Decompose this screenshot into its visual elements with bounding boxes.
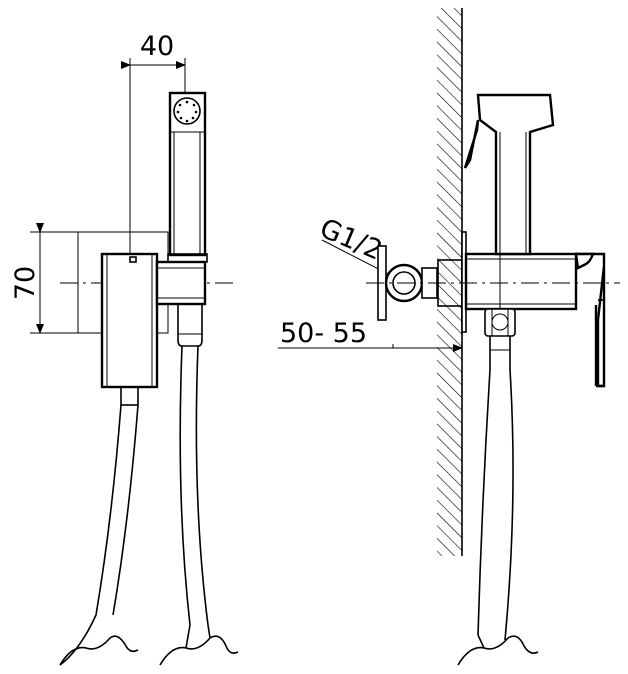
holder-bracket bbox=[155, 260, 207, 306]
width-dimension: 40 bbox=[121, 31, 186, 255]
height-label: 70 bbox=[10, 266, 41, 300]
front-view: 40 70 bbox=[10, 31, 239, 666]
lever-handle bbox=[574, 252, 606, 388]
depth-label: 50- 55 bbox=[280, 318, 367, 349]
height-dimension: 70 bbox=[10, 223, 80, 334]
mixer-body bbox=[100, 252, 159, 389]
side-view: G1/2 50- 55 bbox=[278, 8, 620, 666]
right-hose bbox=[159, 345, 239, 666]
depth-dimension: 50- 55 bbox=[278, 318, 463, 352]
width-label: 40 bbox=[140, 31, 174, 62]
nozzle-icon bbox=[173, 97, 201, 125]
thread-label: G1/2 bbox=[315, 213, 386, 267]
left-hose bbox=[59, 386, 139, 666]
wall-hatch bbox=[437, 8, 462, 556]
side-hand-shower bbox=[463, 93, 555, 256]
hose-nut bbox=[484, 308, 516, 337]
side-mixer-body bbox=[464, 252, 578, 311]
side-hose bbox=[457, 336, 539, 666]
